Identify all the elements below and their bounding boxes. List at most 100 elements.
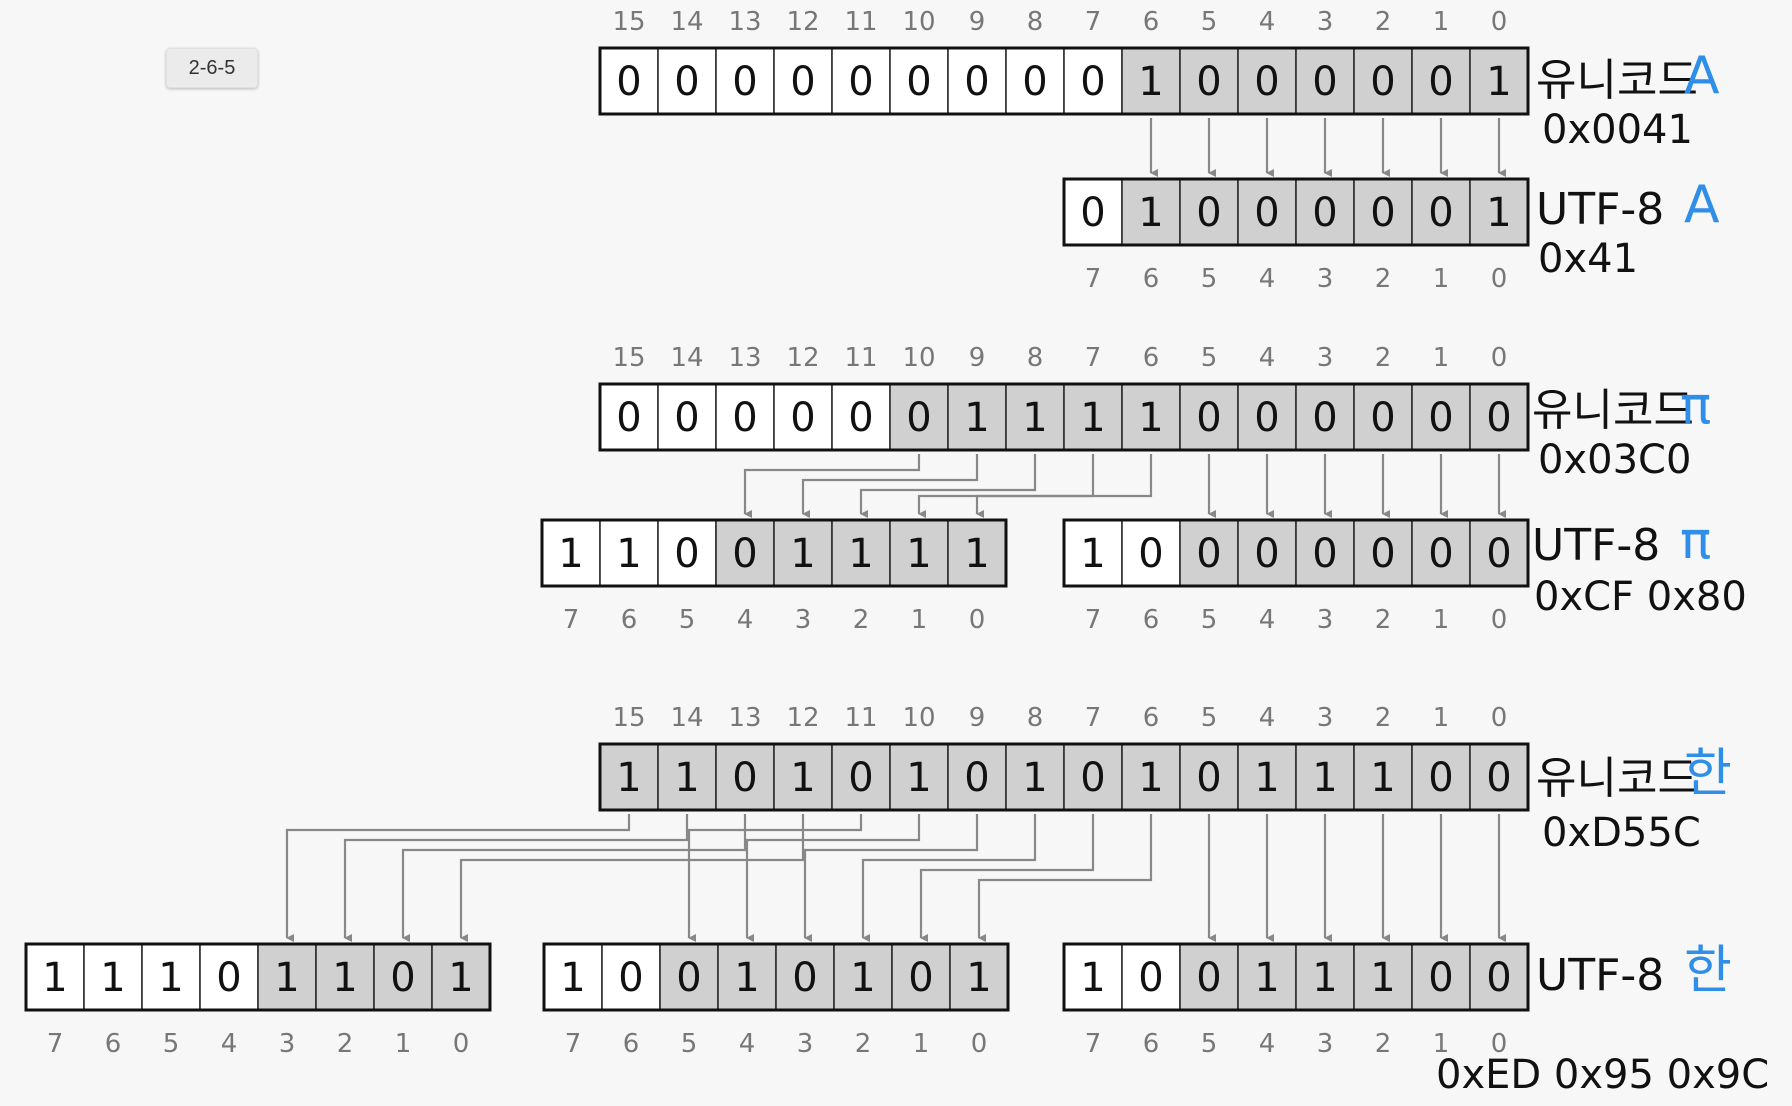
unicode-register-bit-value: 0 xyxy=(1196,395,1221,441)
utf8-byte-register-cell xyxy=(775,943,835,1011)
unicode-register-bit-index: 11 xyxy=(844,703,877,733)
utf8-byte-register-bit-value: 1 xyxy=(332,955,357,1001)
utf8-label: UTF-8 xyxy=(1536,950,1664,1001)
unicode-glyph: π xyxy=(1680,376,1711,436)
diagram-root: 0150140130120110100908071605040302011007… xyxy=(24,7,1769,1098)
utf8-byte-register-cell xyxy=(773,519,833,587)
unicode-register-bit-value: 0 xyxy=(964,755,989,801)
unicode-register-bit-index: 12 xyxy=(786,343,819,373)
unicode-register-bit-value: 0 xyxy=(674,395,699,441)
utf8-byte-register-bit-index: 3 xyxy=(1317,1029,1334,1059)
bit-mapping-arrow xyxy=(459,814,805,942)
unicode-register-bit-value: 0 xyxy=(616,59,641,105)
unicode-register-bit-value: 0 xyxy=(790,59,815,105)
unicode-register-bit-index: 15 xyxy=(612,703,645,733)
utf8-byte-register-bit-index: 7 xyxy=(1085,1029,1102,1059)
bit-mapping-arrow xyxy=(285,814,631,942)
utf8-byte-register-bit-index: 7 xyxy=(565,1029,582,1059)
utf8-byte-register-bit-value: 0 xyxy=(676,955,701,1001)
utf8-byte-register-bit-index: 0 xyxy=(453,1029,470,1059)
unicode-label: 유니코드 xyxy=(1536,55,1698,106)
unicode-register-bit-index: 7 xyxy=(1085,703,1102,733)
utf8-byte-register-bit-value: 0 xyxy=(1428,531,1453,577)
utf8-byte-register-bit-value: 1 xyxy=(560,955,585,1001)
unicode-register-bit-value: 0 xyxy=(616,395,641,441)
utf8-byte-register-cell xyxy=(1237,519,1297,587)
unicode-register-bit-value: 1 xyxy=(1138,59,1163,105)
unicode-register-bit-index: 11 xyxy=(844,7,877,37)
utf8-byte-register-bit-index: 2 xyxy=(1375,264,1392,294)
unicode-register-cell xyxy=(1005,743,1065,811)
utf8-byte-register-cell xyxy=(1179,519,1239,587)
utf8-byte-register-frame xyxy=(1062,177,1530,247)
unicode-register-bit-value: 0 xyxy=(906,395,931,441)
utf8-byte-register-bit-index: 0 xyxy=(1491,1029,1508,1059)
utf8-byte-register-bit-value: 1 xyxy=(1312,955,1337,1001)
utf8-byte-register-bit-value: 0 xyxy=(1486,531,1511,577)
unicode-register-cell xyxy=(1179,47,1239,115)
unicode-register-bit-index: 9 xyxy=(969,703,986,733)
unicode-register-bit-index: 8 xyxy=(1027,7,1044,37)
utf8-byte-register-bit-index: 7 xyxy=(1085,605,1102,635)
unicode-register-cell xyxy=(1179,743,1239,811)
utf8-byte-register-cell xyxy=(83,943,143,1011)
utf8-byte-register-bit-value: 1 xyxy=(274,955,299,1001)
unicode-register-bit-value: 0 xyxy=(1080,755,1105,801)
utf8-byte-register-bit-value: 0 xyxy=(1196,190,1221,236)
utf8-byte-register-bit-index: 1 xyxy=(911,605,928,635)
unicode-register-bit-value: 0 xyxy=(790,395,815,441)
unicode-hex-value: 0x0041 xyxy=(1542,107,1693,153)
utf8-byte-register-bit-value: 1 xyxy=(42,955,67,1001)
utf8-byte-register-bit-value: 1 xyxy=(1080,531,1105,577)
utf8-byte-register-bit-index: 6 xyxy=(1143,264,1160,294)
unicode-register-bit-value: 0 xyxy=(1254,59,1279,105)
utf8-byte-register-bit-index: 4 xyxy=(737,605,754,635)
utf8-byte-register-bit-value: 1 xyxy=(966,955,991,1001)
unicode-register-bit-index: 0 xyxy=(1491,343,1508,373)
unicode-register-bit-index: 8 xyxy=(1027,343,1044,373)
unicode-register-bit-value: 0 xyxy=(1254,395,1279,441)
utf8-byte-register-bit-index: 3 xyxy=(279,1029,296,1059)
unicode-register-bit-index: 7 xyxy=(1085,7,1102,37)
unicode-register-bit-index: 5 xyxy=(1201,343,1218,373)
utf8-byte-register-bit-index: 7 xyxy=(1085,264,1102,294)
unicode-register-bit-value: 1 xyxy=(964,395,989,441)
utf8-glyph: π xyxy=(1680,511,1711,571)
unicode-register-bit-value: 1 xyxy=(1486,59,1511,105)
unicode-register-bit-value: 1 xyxy=(1312,755,1337,801)
utf8-byte-register-bit-index: 1 xyxy=(395,1029,412,1059)
utf8-byte-register-cell xyxy=(1121,178,1181,246)
unicode-register-cell xyxy=(1005,383,1065,451)
utf8-byte-register-bit-value: 1 xyxy=(906,531,931,577)
utf8-byte-register-bit-index: 2 xyxy=(337,1029,354,1059)
utf8-byte-register-cell xyxy=(1179,943,1239,1011)
utf8-byte-register-frame xyxy=(1062,942,1530,1012)
unicode-register-cell xyxy=(1411,743,1471,811)
utf8-byte-register-bit-value: 0 xyxy=(1196,955,1221,1001)
utf8-byte-register-cell xyxy=(715,519,775,587)
utf8-byte-register-bit-value: 1 xyxy=(964,531,989,577)
utf8-byte-register-bit-value: 0 xyxy=(216,955,241,1001)
unicode-register-frame xyxy=(598,46,1530,116)
unicode-hex-value: 0x03C0 xyxy=(1538,437,1691,483)
utf8-byte-register-cell xyxy=(659,943,719,1011)
unicode-register-bit-index: 10 xyxy=(902,343,935,373)
unicode-register-bit-index: 8 xyxy=(1027,703,1044,733)
utf8-byte-register-cell xyxy=(1063,943,1123,1011)
utf8-byte-register-cell xyxy=(599,519,659,587)
utf8-byte-register-cell xyxy=(949,943,1009,1011)
utf8-byte-register-bit-index: 7 xyxy=(563,605,580,635)
utf8-glyph: 한 xyxy=(1684,941,1732,1001)
bit-mapping-arrow xyxy=(401,814,747,942)
utf8-byte-register-bit-value: 0 xyxy=(1254,190,1279,236)
utf8-hex-values: 0xCF 0x80 xyxy=(1534,574,1747,620)
utf8-byte-register-bit-value: 1 xyxy=(1486,190,1511,236)
utf8-byte-register-bit-index: 0 xyxy=(1491,605,1508,635)
utf8-byte-register-bit-value: 0 xyxy=(1370,190,1395,236)
utf8-byte-register-bit-index: 5 xyxy=(1201,605,1218,635)
utf8-byte-register-bit-value: 0 xyxy=(390,955,415,1001)
unicode-register-bit-index: 3 xyxy=(1317,343,1334,373)
utf8-byte-register-bit-index: 1 xyxy=(1433,605,1450,635)
unicode-register-bit-index: 2 xyxy=(1375,7,1392,37)
utf8-byte-register-bit-index: 2 xyxy=(1375,605,1392,635)
